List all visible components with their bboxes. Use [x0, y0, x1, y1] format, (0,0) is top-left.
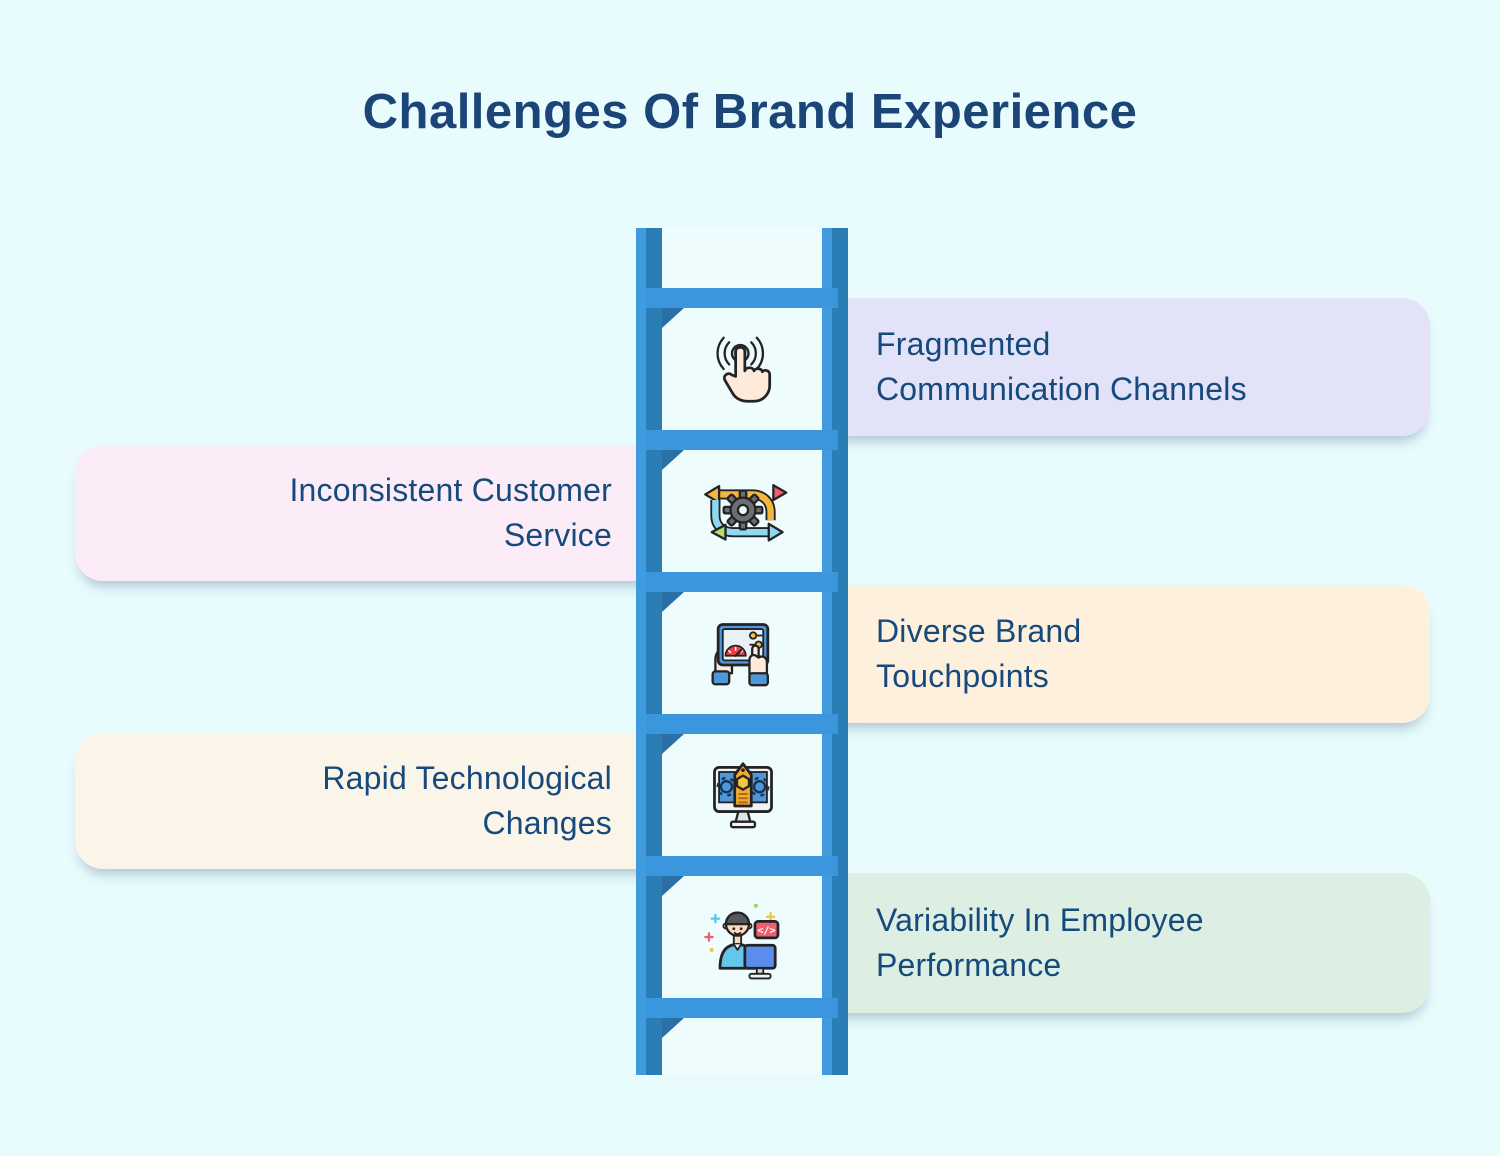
card-label-line2: Touchpoints: [876, 658, 1049, 694]
ladder-left-rail: [636, 228, 662, 1075]
card-label: Fragmented Communication Channels: [876, 322, 1247, 412]
ladder-rung: [646, 998, 838, 1018]
monitor-gears-tag-icon: [697, 749, 789, 841]
card-diverse-brand-touchpoints: Diverse Brand Touchpoints: [820, 585, 1430, 723]
ladder-rung-shadow: [662, 876, 684, 896]
developer-at-computer-icon: </>: [697, 891, 789, 983]
card-fragmented-communication-channels: Fragmented Communication Channels: [820, 298, 1430, 436]
ladder-rung: [646, 572, 838, 592]
ladder-rung-shadow: [662, 450, 684, 470]
card-inconsistent-customer-service: Inconsistent Customer Service: [75, 445, 680, 581]
ladder-right-rail: [822, 228, 848, 1075]
card-label: Rapid Technological Changes: [322, 756, 612, 846]
ladder-rung: [646, 714, 838, 734]
card-variability-in-employee-performance: Variability In Employee Performance: [820, 873, 1430, 1013]
ladder-rung-shadow: [662, 592, 684, 612]
ladder-rung-shadow: [662, 1018, 684, 1038]
card-label-line1: Variability In Employee: [876, 902, 1204, 938]
card-label: Diverse Brand Touchpoints: [876, 609, 1081, 699]
tap-gesture-icon: [697, 323, 789, 415]
card-label: Variability In Employee Performance: [876, 898, 1204, 988]
card-label-line2: Communication Channels: [876, 371, 1247, 407]
card-label-line1: Inconsistent Customer: [289, 472, 612, 508]
ladder-rung: [646, 856, 838, 876]
svg-text:</>: </>: [757, 925, 775, 936]
ladder-rung-shadow: [662, 734, 684, 754]
card-label-line1: Diverse Brand: [876, 613, 1082, 649]
card-label: Inconsistent Customer Service: [289, 468, 612, 558]
card-label-line2: Changes: [482, 805, 612, 841]
card-label-line2: Performance: [876, 947, 1062, 983]
dashboard-tablet-icon: [697, 607, 789, 699]
ladder-rung: [646, 430, 838, 450]
card-label-line1: Fragmented: [876, 326, 1051, 362]
agile-process-icon: [697, 465, 789, 557]
ladder-rung-shadow: [662, 308, 684, 328]
card-label-line2: Service: [503, 517, 612, 553]
ladder-graphic: </>: [636, 228, 848, 1075]
card-label-line1: Rapid Technological: [322, 760, 612, 796]
ladder-rung: [646, 288, 838, 308]
page-title: Challenges Of Brand Experience: [362, 85, 1138, 139]
card-rapid-technological-changes: Rapid Technological Changes: [75, 733, 680, 869]
